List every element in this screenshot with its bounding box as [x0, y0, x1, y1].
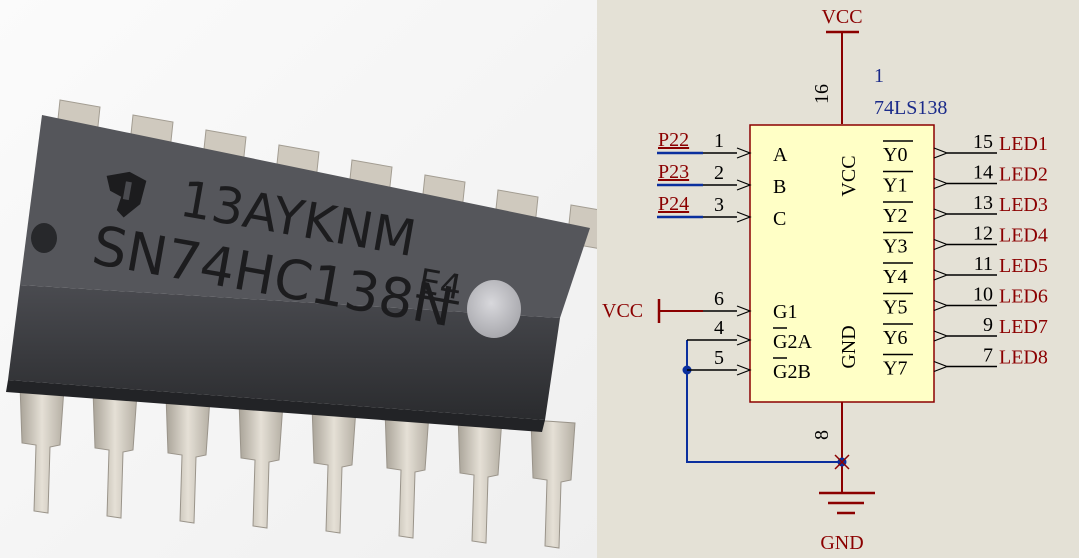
- output-pin-number: 11: [974, 253, 993, 275]
- input-pin-c: P24 3 C: [657, 193, 786, 230]
- enable-gnd-net: [682, 340, 850, 470]
- gnd-pin-label: GND: [838, 325, 860, 368]
- pin-label-g2b: G2B: [773, 361, 811, 383]
- input-pins: P22 1 A P23 2 B P24 3 C: [657, 129, 788, 230]
- input-pin-a: P22 1 A: [657, 129, 788, 166]
- input-pin-b: P23 2 B: [657, 161, 786, 198]
- enable-pins: VCC 6 G1 4 G2A 5 G2B: [602, 288, 812, 383]
- output-label-y3: Y3: [883, 236, 907, 258]
- orientation-dot: [467, 280, 521, 338]
- pin1-notch: [31, 223, 57, 253]
- net-label-led6: LED6: [999, 286, 1048, 308]
- schematic: VCC 16 1 74LS138 VCC GND GND 8: [597, 0, 1079, 558]
- part-number: 74LS138: [874, 97, 947, 119]
- pin-number-3: 3: [714, 194, 724, 216]
- chip-leg: [238, 399, 284, 529]
- net-label-led5: LED5: [999, 255, 1048, 277]
- chip-marking-suffix: E4: [415, 261, 464, 308]
- gnd-pin-number: 8: [811, 430, 833, 440]
- output-label-y7: Y7: [883, 358, 907, 380]
- enable-pin-g2a: 4 G2A: [687, 317, 812, 353]
- pin-number-4: 4: [714, 317, 724, 339]
- output-pin-number: 14: [973, 162, 993, 184]
- chip-leg: [311, 404, 357, 534]
- output-label-y1: Y1: [883, 175, 907, 197]
- output-pin-number: 7: [983, 345, 993, 367]
- pin-label-b: B: [773, 176, 786, 198]
- output-label-y6: Y6: [883, 327, 907, 349]
- net-label-led1: LED1: [999, 133, 1048, 155]
- output-label-y5: Y5: [883, 297, 907, 319]
- pin-number-5: 5: [714, 347, 724, 369]
- pin-label-g2a: G2A: [773, 331, 812, 353]
- output-pin-y2: Y2 13 LED3: [883, 192, 1048, 227]
- designator: 1: [874, 65, 884, 87]
- output-label-y2: Y2: [883, 205, 907, 227]
- output-pin-y6: Y6 9 LED7: [883, 314, 1048, 349]
- chip-front-legs: [19, 384, 576, 549]
- chip-leg: [457, 414, 503, 544]
- ti-logo-icon: [106, 171, 147, 218]
- enable-pin-g2b: 5 G2B: [687, 347, 811, 383]
- output-label-y0: Y0: [883, 144, 907, 166]
- output-pin-y3: Y3 12 LED4: [883, 223, 1048, 258]
- gnd-symbol: GND: [819, 402, 875, 554]
- output-pin-number: 10: [973, 284, 993, 306]
- enable-pin-g1: VCC 6 G1: [602, 288, 797, 323]
- output-pin-number: 9: [983, 314, 993, 336]
- vcc-pin-number: 16: [811, 84, 833, 104]
- chip-leg: [530, 419, 576, 549]
- vcc-pin-label: VCC: [838, 155, 860, 196]
- net-label-p24: P24: [658, 193, 689, 215]
- output-pin-y4: Y4 11 LED5: [883, 253, 1048, 288]
- net-label-led4: LED4: [999, 225, 1048, 247]
- pin-number-1: 1: [714, 130, 724, 152]
- net-label-p22: P22: [658, 129, 689, 151]
- pin-label-a: A: [773, 144, 788, 166]
- pin-number-2: 2: [714, 162, 724, 184]
- net-label-p23: P23: [658, 161, 689, 183]
- chip-leg: [165, 394, 211, 524]
- vcc-top-label: VCC: [821, 6, 862, 28]
- output-pin-y7: Y7 7 LED8: [883, 345, 1048, 380]
- output-pin-number: 13: [973, 192, 993, 214]
- chip-body: [6, 115, 590, 432]
- output-pin-y5: Y5 10 LED6: [883, 284, 1048, 319]
- gnd-label: GND: [820, 532, 863, 554]
- net-label-led7: LED7: [999, 316, 1048, 338]
- chip-leg: [19, 384, 65, 514]
- pin-label-g1: G1: [773, 301, 797, 323]
- chip-leg: [92, 389, 138, 519]
- chip-photo: 13AYKNM SN74HC138N E4: [0, 0, 597, 558]
- output-pin-y1: Y1 14 LED2: [883, 162, 1048, 197]
- output-pin-number: 12: [973, 223, 993, 245]
- net-label-led2: LED2: [999, 164, 1048, 186]
- pin-number-6: 6: [714, 288, 724, 310]
- net-label-led8: LED8: [999, 347, 1048, 369]
- output-pin-y0: Y0 15 LED1: [883, 131, 1048, 166]
- output-pin-number: 15: [973, 131, 993, 153]
- pin-label-c: C: [773, 208, 786, 230]
- net-label-led3: LED3: [999, 194, 1048, 216]
- output-label-y4: Y4: [883, 266, 907, 288]
- vcc-top-symbol: VCC: [821, 6, 863, 124]
- vcc-left-label: VCC: [602, 300, 643, 322]
- chip-leg: [384, 409, 430, 539]
